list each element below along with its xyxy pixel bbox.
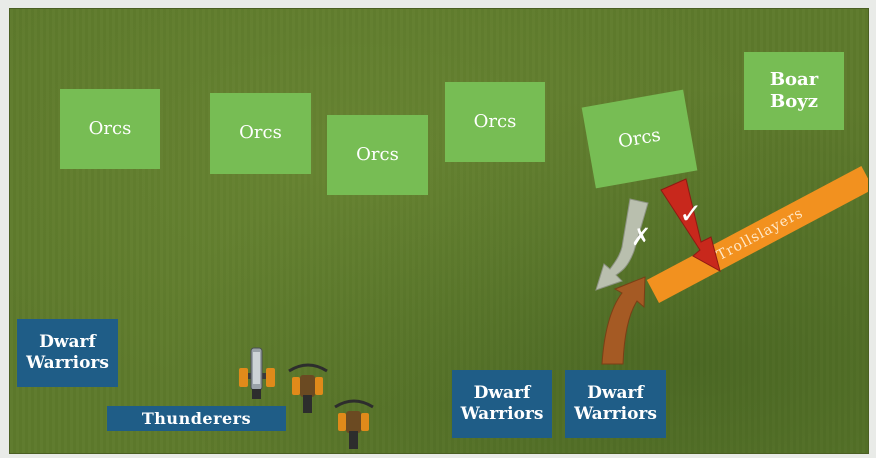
battlefield: Orcs Orcs Orcs Orcs Orcs Boar Boyz Dwarf… <box>9 8 869 454</box>
invalid-charge-arrow <box>595 198 649 291</box>
thunderers-unit[interactable]: Thunderers <box>107 406 286 431</box>
cannon-icon <box>239 347 275 399</box>
dwarf-charge-arrow <box>601 276 646 365</box>
cross-mark-icon: ✗ <box>631 223 651 251</box>
crossbow-icon <box>288 363 328 413</box>
boar-boyz-unit[interactable]: Boar Boyz <box>744 52 844 130</box>
orc-unit[interactable]: Orcs <box>327 115 428 195</box>
orc-unit[interactable]: Orcs <box>210 93 311 174</box>
dwarf-warriors-unit[interactable]: Dwarf Warriors <box>452 370 552 438</box>
crossbow-icon <box>334 399 374 449</box>
dwarf-warriors-unit[interactable]: Dwarf Warriors <box>17 319 118 387</box>
checkmark-icon: ✓ <box>679 197 702 230</box>
orc-unit[interactable]: Orcs <box>60 89 160 169</box>
orc-unit[interactable]: Orcs <box>445 82 545 162</box>
charge-arrows-layer: ✗ ✓ <box>239 178 721 449</box>
dwarf-warriors-unit[interactable]: Dwarf Warriors <box>565 370 666 438</box>
valid-charge-arrow <box>660 178 721 273</box>
